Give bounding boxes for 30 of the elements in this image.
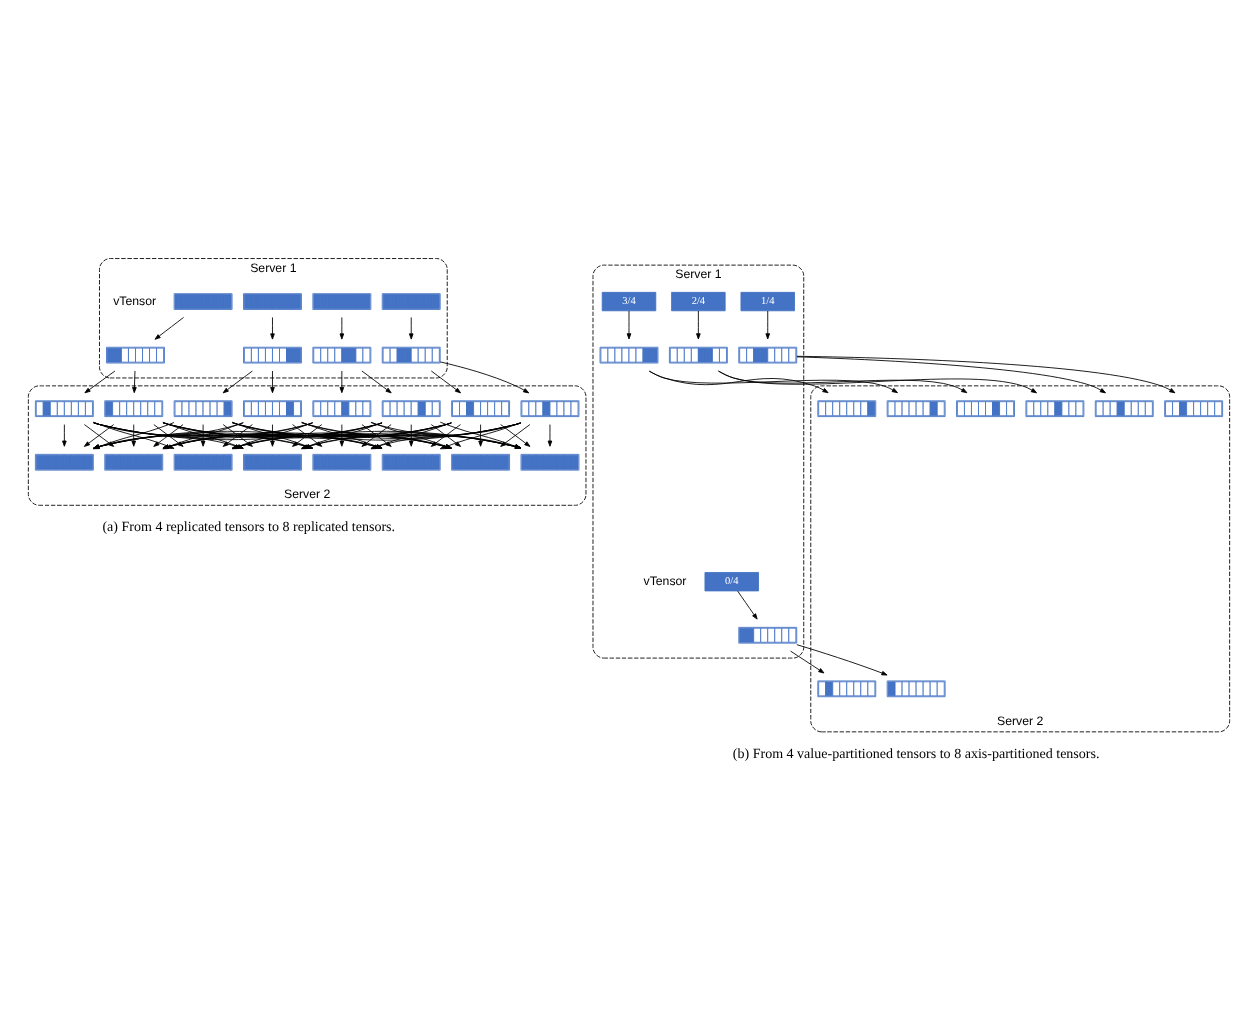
arrow [439,361,530,394]
arrow [132,370,137,394]
arrow [222,370,253,394]
arrow [765,310,771,340]
arrow [796,355,1176,394]
arrow [547,424,553,447]
arrow [200,424,206,447]
arrow [339,424,345,447]
arrow [626,310,632,340]
arrow [430,370,461,394]
arrow [648,370,898,394]
arrow [339,317,345,340]
arrow [737,590,758,620]
arrow [62,424,67,447]
arrow [717,370,1038,394]
arrow [648,370,829,394]
arrow [796,644,888,676]
arrow [270,370,275,394]
arrow [270,317,275,340]
arrow [222,424,253,447]
arrow [154,317,184,340]
arrow [292,424,323,447]
arrow [339,370,345,394]
arrow [361,370,392,394]
arrow [718,370,968,394]
arrow [84,370,116,394]
arrow [790,650,825,674]
arrow [408,317,414,340]
arrow [696,310,701,340]
arrow [796,356,1106,394]
